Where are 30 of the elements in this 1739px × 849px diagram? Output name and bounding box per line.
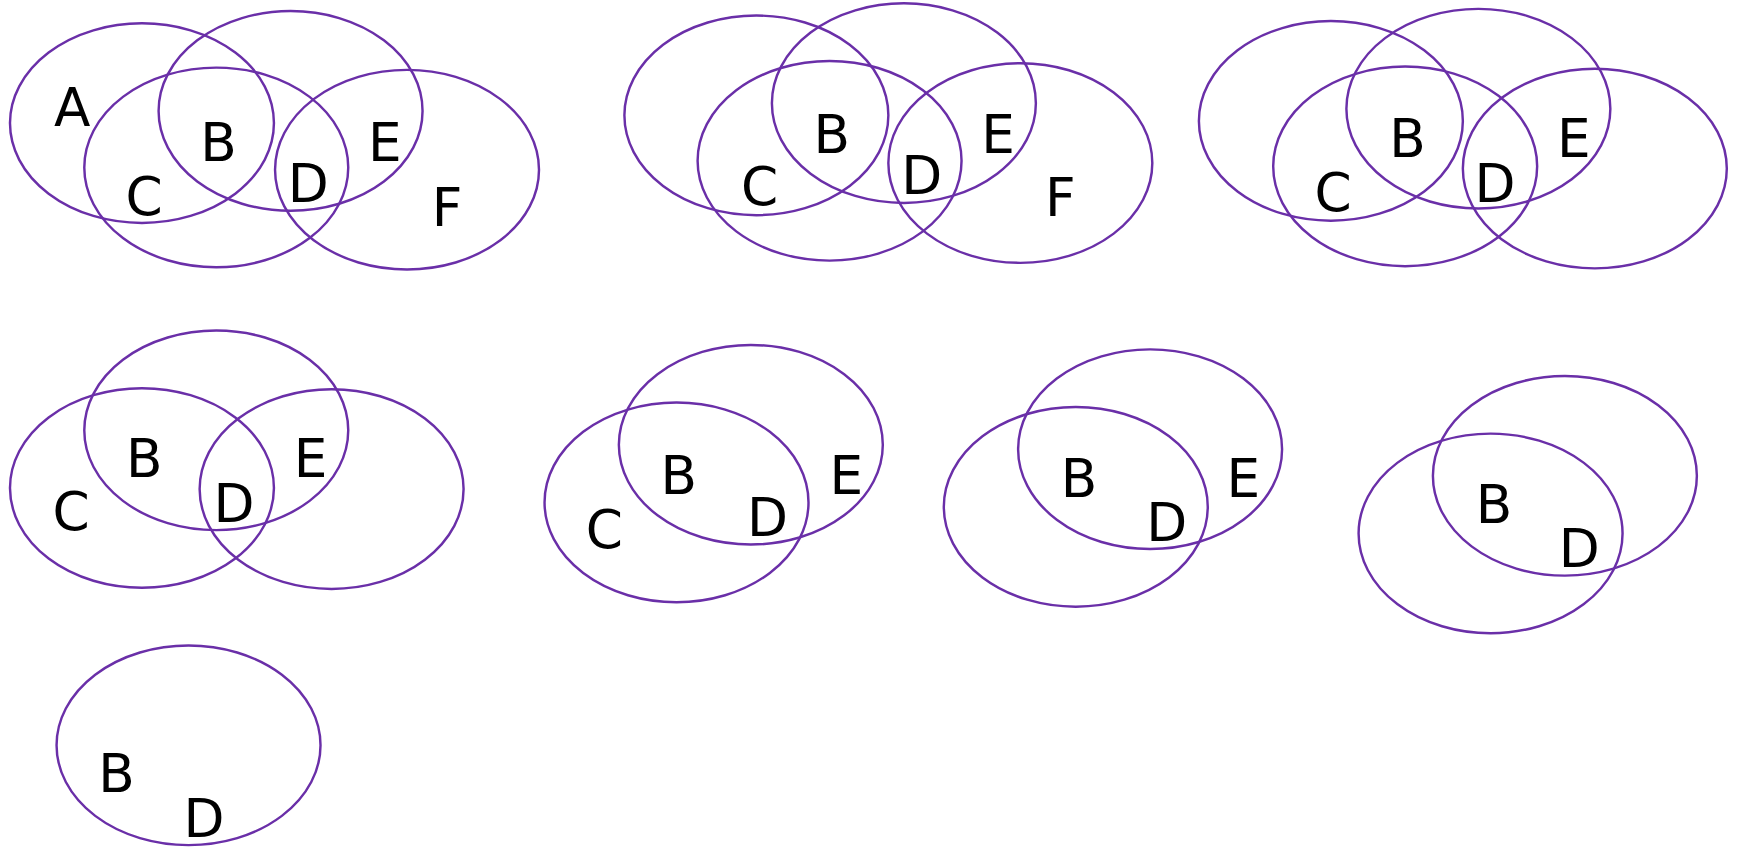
set-label: C [585,502,623,556]
set-label: E [981,107,1015,161]
set-label: D [213,476,255,531]
set-label: B [125,431,163,485]
set-label: B [200,115,237,169]
set-label: E [368,115,402,169]
set-label: F [1044,170,1076,225]
set-label: E [829,448,864,502]
set-label: C [125,169,163,223]
set-label: C [741,159,779,213]
set-label: B [1475,478,1513,532]
set-label: B [813,107,851,161]
set-label: E [1556,112,1591,166]
set-label: D [901,148,943,202]
set-label: B [1060,451,1098,505]
set-label: D [1474,156,1516,210]
set-label: E [1226,451,1261,505]
set-label: A [53,80,91,135]
set-label: D [287,156,329,210]
set-label: B [660,448,697,502]
set-label: C [52,484,90,538]
set-label: D [1558,521,1600,575]
set-label: D [183,791,225,846]
set-label: F [431,180,463,234]
set-label: D [746,490,788,544]
set-label: B [98,746,135,800]
set-label: D [1146,495,1188,549]
set-label: B [1389,112,1426,166]
set-label: E [293,431,328,485]
set-label: C [1314,165,1352,219]
